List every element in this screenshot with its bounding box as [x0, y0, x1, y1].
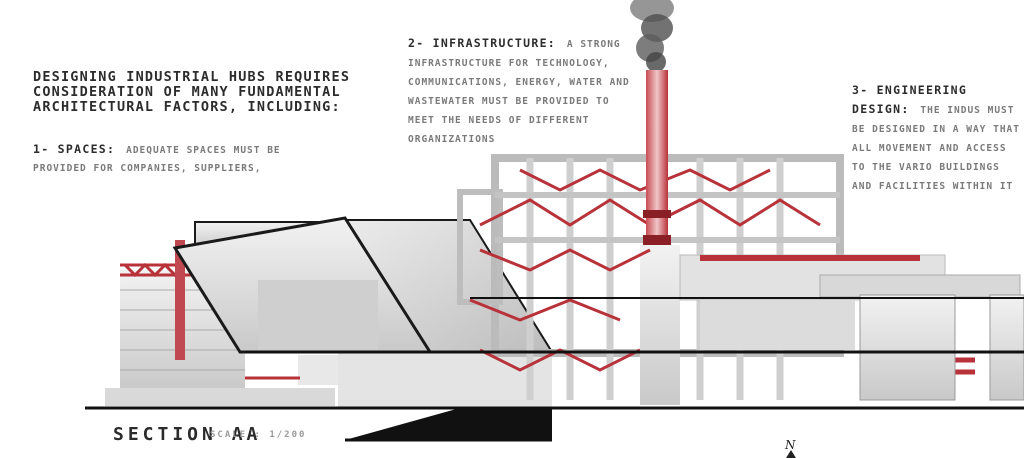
factor-spaces-body: ADEQUATE SPACES MUST BE PROVIDED FOR COM… [33, 145, 281, 174]
factor-infrastructure: 2- INFRASTRUCTURE: A STRONG INFRASTRUCTU… [408, 33, 638, 147]
factor-infrastructure-body: A STRONG INFRASTRUCTURE FOR TECHNOLOGY, … [408, 39, 630, 145]
right-blocks [700, 294, 1024, 401]
north-arrow: N [784, 438, 796, 458]
smoke-plume [630, 0, 674, 72]
intro-heading: DESIGNING INDUSTRIAL HUBS REQUIRES CONSI… [33, 69, 351, 115]
north-label: N [784, 438, 796, 452]
chimney [643, 70, 671, 245]
factor-infrastructure-title: 2- INFRASTRUCTURE: [408, 36, 557, 50]
section-scale: SCALE : 1/200 [210, 430, 307, 440]
floor-lines [85, 297, 1024, 442]
factor-engineering-title: 3- ENGINEERING DESIGN: [852, 83, 968, 116]
wedge-building [172, 216, 554, 440]
factor-spaces: 1- SPACES: ADEQUATE SPACES MUST BE PROVI… [33, 140, 293, 176]
factor-spaces-title: 1- SPACES: [33, 142, 116, 156]
factor-engineering-body: THE INDUS MUST BE DESIGNED IN A WAY THAT… [852, 105, 1020, 192]
section-title: SECTION AA [113, 424, 262, 445]
factor-engineering: 3- ENGINEERING DESIGN: THE INDUS MUST BE… [852, 80, 1024, 194]
